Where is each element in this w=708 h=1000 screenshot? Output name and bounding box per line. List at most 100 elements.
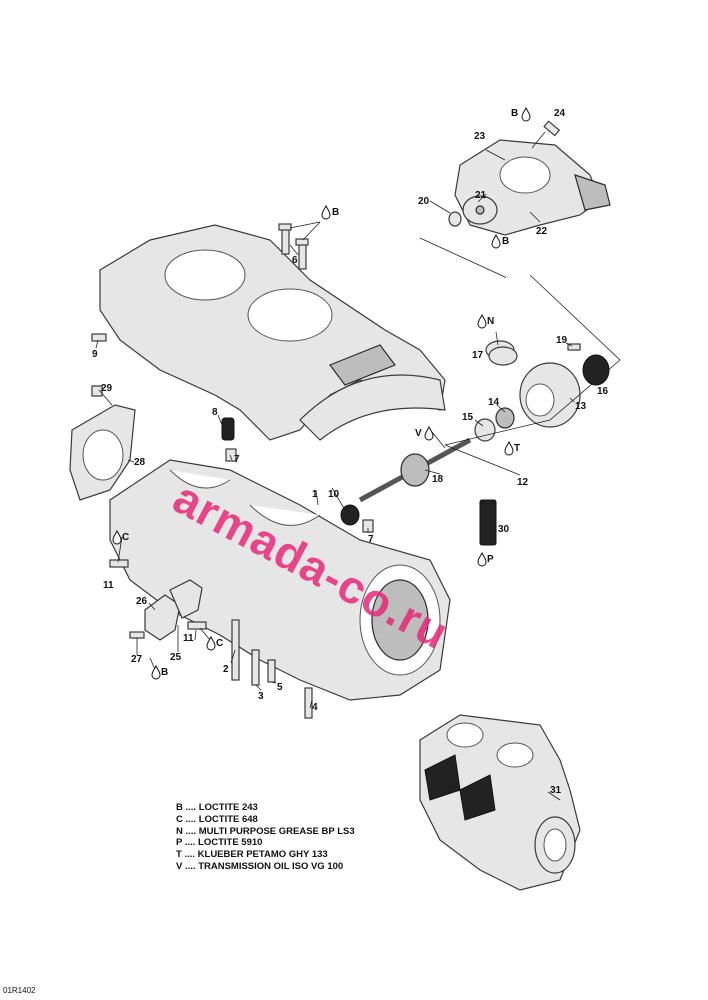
callout-13: 13 <box>575 401 587 412</box>
droplet-icon <box>112 529 122 545</box>
bracket-12-tail <box>444 444 521 476</box>
bolts-6 <box>278 223 309 270</box>
seal-16 <box>582 354 610 386</box>
dowel-29 <box>91 385 103 397</box>
legend-row: C .... LOCTITE 648 <box>176 814 355 826</box>
callout-21: 21 <box>475 190 487 201</box>
mark-letter: P <box>487 554 494 565</box>
callout-2: 2 <box>223 664 229 675</box>
legend-separator: .... <box>184 849 196 861</box>
callout-7b: 7 <box>368 534 374 545</box>
callout-24: 24 <box>554 108 566 119</box>
callout-20: 20 <box>418 196 430 207</box>
legend-code: P <box>176 837 183 849</box>
legend-text: MULTI PURPOSE GREASE BP LS3 <box>198 825 355 837</box>
callout-4: 4 <box>312 702 318 713</box>
mark-letter: T <box>514 443 520 454</box>
callout-18: 18 <box>432 474 444 485</box>
reference-code: 01R1402 <box>3 986 36 995</box>
stud-11b <box>187 621 207 630</box>
legend-separator: .... <box>185 813 197 825</box>
mark-letter: C <box>122 532 129 543</box>
mark-letter: V <box>415 428 422 439</box>
callout-29: 29 <box>101 383 113 394</box>
mark-letter: B <box>511 108 518 119</box>
gasket-28 <box>69 404 136 501</box>
legend-code: T <box>176 849 182 861</box>
callout-8: 8 <box>212 407 218 418</box>
legend-text: TRANSMISSION OIL ISO VG 100 <box>198 860 344 872</box>
legend-text: LOCTITE 648 <box>198 813 258 825</box>
callout-23: 23 <box>474 131 486 142</box>
legend-code: B <box>176 802 183 813</box>
callout-25: 25 <box>170 652 182 663</box>
droplet-icon <box>491 233 501 249</box>
bolts-lower <box>231 619 313 719</box>
legend-row: N .... MULTI PURPOSE GREASE BP LS3 <box>176 826 355 838</box>
sealant-30 <box>479 499 497 546</box>
impeller <box>462 195 498 225</box>
plug-8 <box>221 417 235 441</box>
bracket-pump-group <box>419 237 507 279</box>
callout-12: 12 <box>517 477 529 488</box>
legend-row: V .... TRANSMISSION OIL ISO VG 100 <box>176 861 355 873</box>
bolt-24 <box>531 120 561 149</box>
callout-28: 28 <box>134 457 146 468</box>
mark-letter: N <box>487 316 494 327</box>
callout-15: 15 <box>462 412 474 423</box>
callout-26: 26 <box>136 596 148 607</box>
mark-letter: C <box>216 638 223 649</box>
callout-10: 10 <box>328 489 340 500</box>
callout-numbers: 1 2 3 4 5 6 7 7 8 9 10 11 11 12 13 14 15… <box>92 108 609 796</box>
legend-separator: .... <box>185 802 197 813</box>
callout-31: 31 <box>550 785 562 796</box>
legend-separator: .... <box>185 825 197 837</box>
legend-row: T .... KLUEBER PETAMO GHY 133 <box>176 849 355 861</box>
callout-11b: 11 <box>183 633 194 644</box>
callout-19: 19 <box>556 335 568 346</box>
bearing-15 <box>474 418 496 442</box>
callout-30: 30 <box>498 524 510 535</box>
droplet-icon <box>321 204 331 220</box>
legend-code: C <box>176 813 183 825</box>
droplet-icon <box>477 551 487 567</box>
callout-11a: 11 <box>103 580 114 591</box>
housing-13 <box>519 362 581 428</box>
upper-crankcase <box>99 224 446 441</box>
mark-letter: B <box>502 236 509 247</box>
callout-9: 9 <box>92 349 98 360</box>
shaft-18 <box>358 437 472 503</box>
stud-9 <box>91 333 107 342</box>
callout-22: 22 <box>536 226 548 237</box>
droplet-icon <box>206 635 216 651</box>
callout-17: 17 <box>472 350 484 361</box>
callout-5: 5 <box>277 682 283 693</box>
legend-text: LOCTITE 5910 <box>198 837 263 849</box>
legend-code: V <box>176 860 183 872</box>
droplet-icon <box>521 106 531 122</box>
droplet-icon <box>151 664 161 680</box>
bracket-12-group <box>444 274 621 446</box>
bearing-14 <box>495 407 515 429</box>
callout-6: 6 <box>292 255 298 266</box>
callout-27: 27 <box>131 654 143 665</box>
mark-letter: B <box>332 207 339 218</box>
product-legend: B .... LOCTITE 243 C .... LOCTITE 648 N … <box>176 802 355 873</box>
droplet-icons <box>112 106 531 680</box>
o-ring <box>448 211 462 227</box>
mark-letter: B <box>161 667 168 678</box>
legend-row: B .... LOCTITE 243 <box>176 802 355 814</box>
lower-crankcase <box>109 459 451 701</box>
bearing-10 <box>340 504 360 526</box>
callout-3: 3 <box>258 691 264 702</box>
clip-17 <box>485 340 518 366</box>
legend-text: KLUEBER PETAMO GHY 133 <box>197 849 328 861</box>
callout-16: 16 <box>597 386 609 397</box>
droplet-icon <box>477 313 487 329</box>
product-marks: B B B N V T P C C B <box>122 108 520 678</box>
engine-assembly-31 <box>419 714 581 891</box>
legend-text: LOCTITE 243 <box>198 802 258 813</box>
callout-1: 1 <box>312 489 318 500</box>
droplet-icon <box>504 440 514 456</box>
